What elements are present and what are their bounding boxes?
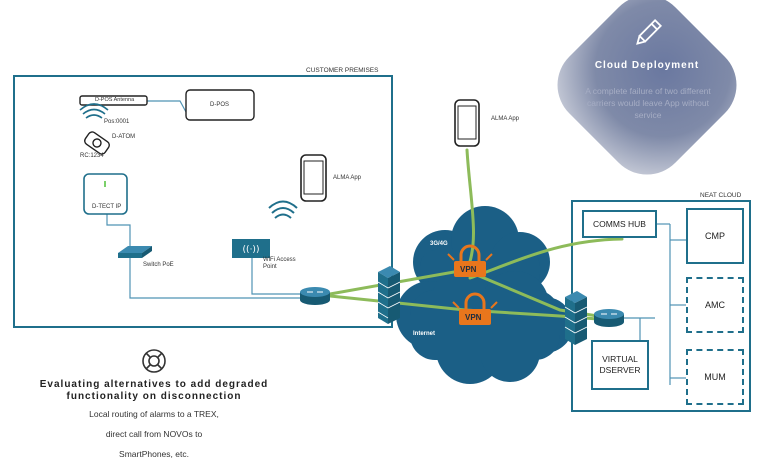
customer-premises-frame xyxy=(13,75,393,328)
vpn-bottom-label: VPN xyxy=(465,313,482,322)
wired-links xyxy=(106,100,686,385)
wifi-access-point xyxy=(232,239,270,258)
switch-poe-label: Switch PoE xyxy=(143,262,174,268)
lock-icon-top xyxy=(447,244,493,277)
vpn-top-label: VPN xyxy=(460,265,477,274)
wifi-ap-label: WiFi Access Point xyxy=(263,257,296,270)
neat-cloud-label: NEAT CLOUD xyxy=(700,192,742,199)
pos-id-label: Pos:0001 xyxy=(104,119,130,125)
alma-app-inside-label: ALMA App xyxy=(333,175,362,181)
d-pos-box xyxy=(185,89,255,121)
wifi-ap-glyph: ((·)) xyxy=(243,245,260,255)
wifi-waves-icon xyxy=(268,200,298,219)
alma-app-outside-label: ALMA App xyxy=(491,116,520,122)
cloud-deployment-text: A complete failure of two different carr… xyxy=(585,86,711,120)
router-icon-cloud xyxy=(594,309,624,327)
smartphone-icon-outside xyxy=(454,99,480,147)
pos-antenna-label: D-POS Antenna xyxy=(95,97,135,103)
degraded-title: Evaluating alternatives to add degraded … xyxy=(39,379,269,402)
lock-icon-bottom xyxy=(452,292,498,325)
virtual-dserver-box: VIRTUAL DSERVER xyxy=(591,340,649,390)
degraded-line-2: direct call from NOVOs to xyxy=(105,429,203,439)
mum-box: MUM xyxy=(686,349,744,405)
internet-label: Internet xyxy=(413,331,436,337)
life-ring-icon xyxy=(142,349,166,373)
cloud-deployment-badge xyxy=(557,0,737,175)
pencil-icon xyxy=(636,18,663,45)
internet-cloud xyxy=(396,206,573,384)
degraded-line-1: Local routing of alarms to a TREX, xyxy=(89,409,219,419)
wifi-icon xyxy=(79,103,109,119)
net-3g4g-label: 3G/4G xyxy=(430,241,448,247)
comms-hub-box: COMMS HUB xyxy=(582,210,657,238)
d-tect-device xyxy=(83,173,128,215)
firewall-icon-cloud xyxy=(564,291,588,345)
d-tect-led xyxy=(104,181,106,187)
d-atom-icon xyxy=(84,131,110,155)
d-pos-label: D-POS xyxy=(210,102,230,108)
cmp-box: CMP xyxy=(686,208,744,264)
rc-id-label: RC:1234 xyxy=(80,153,104,159)
customer-premises-label: CUSTOMER PREMISES xyxy=(306,67,379,74)
firewall-icon-premises xyxy=(377,266,401,324)
pos-antenna-bar xyxy=(79,95,148,106)
degraded-line-3: SmartPhones, etc. xyxy=(119,449,189,459)
d-tect-label: D-TECT IP xyxy=(92,204,122,210)
smartphone-icon-inside xyxy=(300,154,327,202)
d-atom-label: D-ATOM xyxy=(112,134,136,140)
router-icon-premises xyxy=(300,287,330,305)
switch-poe-icon xyxy=(118,246,152,258)
amc-box: AMC xyxy=(686,277,744,333)
cloud-deployment-title: Cloud Deployment xyxy=(594,60,700,71)
